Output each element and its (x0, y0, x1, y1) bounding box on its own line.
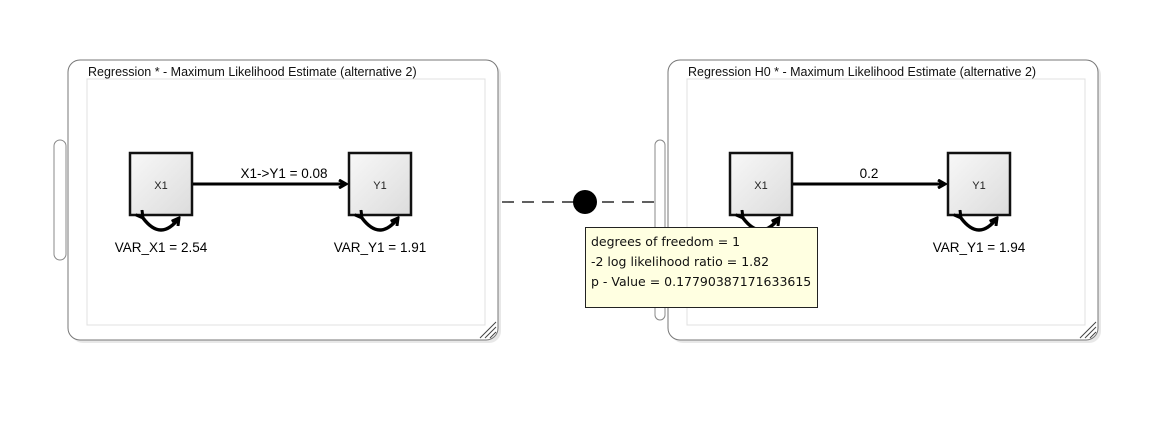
variance-label: VAR_Y1 = 1.91 (334, 240, 426, 255)
path-label: 0.2 (860, 166, 879, 181)
resize-grip-icon[interactable] (479, 321, 497, 339)
variance-loop-x1[interactable] (143, 218, 179, 232)
comparison-node[interactable] (573, 190, 597, 214)
node-label: Y1 (373, 180, 386, 192)
resize-grip-icon[interactable] (1079, 321, 1097, 339)
path-label: X1->Y1 = 0.08 (240, 166, 327, 181)
panel-title: Regression * - Maximum Likelihood Estima… (88, 65, 417, 79)
variance-label: VAR_X1 = 2.54 (115, 240, 208, 255)
variance-label: VAR_Y1 = 1.94 (933, 240, 1026, 255)
collapse-handle[interactable] (53, 139, 67, 261)
node-y1[interactable] (946, 151, 1012, 217)
variance-loop-y1[interactable] (961, 218, 997, 232)
likelihood-ratio: -2 log likelihood ratio = 1.82 (591, 254, 770, 269)
panel-title: Regression H0 * - Maximum Likelihood Est… (688, 65, 1036, 79)
model-panel-regression[interactable]: Regression * - Maximum Likelihood Estima… (53, 59, 501, 343)
node-label: X1 (154, 180, 167, 192)
comparison-tooltip: degrees of freedom = 1 -2 log likelihood… (585, 227, 818, 308)
node-label: X1 (754, 180, 767, 192)
node-label: Y1 (972, 180, 985, 192)
node-x1[interactable] (128, 151, 194, 217)
degrees-of-freedom: degrees of freedom = 1 (591, 234, 741, 249)
variance-loop-y1[interactable] (362, 218, 398, 232)
p-value: p - Value = 0.17790387171633615 (591, 274, 812, 289)
